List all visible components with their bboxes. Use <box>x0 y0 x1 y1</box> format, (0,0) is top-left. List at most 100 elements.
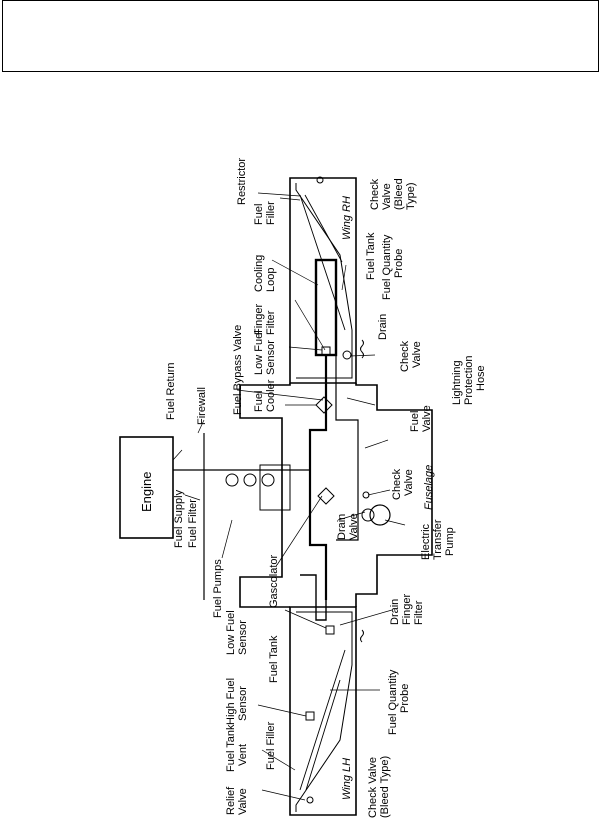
drain-valve-symbol <box>317 487 335 505</box>
engine-box <box>119 436 174 539</box>
pump-2 <box>243 473 257 487</box>
svg-text:Sensor: Sensor <box>237 620 249 655</box>
svg-text:Hose: Hose <box>475 365 487 391</box>
svg-text:Sensor: Sensor <box>237 686 249 721</box>
label-check-valve-rh: Check Valve <box>399 340 423 372</box>
label-fuel-quantity-probe-lh: Fuel Quantity Probe <box>387 669 411 735</box>
pump-1 <box>225 473 239 487</box>
svg-text:Fuel Quantity: Fuel Quantity <box>381 234 393 300</box>
label-restrictor: Restrictor <box>236 158 248 205</box>
label-fuel-tank-lh: Fuel Tank <box>268 635 280 683</box>
low-fuel-sensor-lh-symbol <box>325 625 335 635</box>
svg-text:Valve: Valve <box>411 341 423 368</box>
svg-text:Finger: Finger <box>401 593 413 625</box>
label-gascolator: Gascolator <box>268 554 280 608</box>
label-fuel-valve: Fuel Valve <box>409 405 433 432</box>
tank-lh-contour <box>295 611 353 812</box>
svg-text:Filter: Filter <box>413 600 425 625</box>
svg-text:Low Fuel: Low Fuel <box>253 330 265 375</box>
label-check-valve-bleed-lh: Check Valve (Bleed Type) <box>367 756 391 818</box>
svg-text:Probe: Probe <box>399 684 411 713</box>
svg-text:Fuel: Fuel <box>409 411 421 432</box>
svg-text:Lightning: Lightning <box>451 360 463 405</box>
svg-text:(Bleed Type): (Bleed Type) <box>379 756 391 818</box>
header-frame <box>2 0 599 72</box>
label-low-fuel-sensor-rh: Low Fuel Sensor <box>253 330 277 375</box>
probe-rh-2 <box>304 194 343 263</box>
label-low-fuel-sensor-lh: Low Fuel Sensor <box>225 610 249 655</box>
drain-rh-symbol <box>360 339 364 359</box>
label-fuel-tank-rh: Fuel Tank <box>365 232 377 280</box>
pump-3 <box>261 473 275 487</box>
transfer-pump <box>361 508 375 522</box>
svg-text:Fuel Tank: Fuel Tank <box>225 724 237 772</box>
svg-text:Electric: Electric <box>420 523 432 560</box>
label-fuel-filler-lh: Fuel Filler <box>265 721 277 770</box>
svg-text:Pump: Pump <box>444 527 456 556</box>
svg-text:Valve: Valve <box>348 513 360 540</box>
svg-text:Cooler: Cooler <box>265 379 277 412</box>
label-fuel-quantity-probe-rh: Fuel Quantity Probe <box>381 234 405 300</box>
label-firewall: Firewall <box>196 387 208 425</box>
fuel-pump-block <box>259 464 291 511</box>
svg-text:Filler: Filler <box>265 201 277 225</box>
label-electric-transfer-pump: Electric Transfer Pump <box>420 519 456 560</box>
label-wing-rh: Wing RH <box>341 196 353 240</box>
label-fuselage: Fuselage <box>423 465 435 510</box>
svg-text:(Bleed: (Bleed <box>393 178 405 210</box>
high-fuel-sensor-symbol <box>305 711 315 721</box>
drain-lh-symbol <box>360 629 364 643</box>
svg-text:Relief: Relief <box>225 786 237 815</box>
check-valve-bleed-symbol <box>316 176 324 184</box>
svg-text:Low Fuel: Low Fuel <box>225 610 237 655</box>
svg-text:Valve: Valve <box>237 788 249 815</box>
label-relief-valve: Relief Valve <box>225 786 249 815</box>
svg-text:Cooling: Cooling <box>253 255 265 292</box>
lh-feed-line <box>300 574 327 621</box>
svg-text:Valve: Valve <box>381 183 393 210</box>
low-fuel-sensor-rh-symbol <box>321 346 331 356</box>
svg-text:Protection: Protection <box>463 355 475 405</box>
label-fuel-filter: Fuel Filter <box>187 499 199 548</box>
svg-text:Valve: Valve <box>403 469 415 496</box>
svg-text:Probe: Probe <box>393 249 405 278</box>
label-finger-filter-rh: Finger Filter <box>253 303 277 335</box>
label-cooling-loop: Cooling Loop <box>253 255 277 292</box>
svg-text:Filter: Filter <box>265 310 277 335</box>
probe-lh-2 <box>305 679 341 791</box>
wing-lh-outline <box>289 606 357 816</box>
label-fuel-supply: Fuel Supply <box>173 489 185 548</box>
label-high-fuel-sensor: High Fuel Sensor <box>225 678 249 725</box>
fuselage-left-edge <box>239 383 291 608</box>
probe-rh <box>299 194 346 331</box>
label-fuel-bypass-valve: Fuel Bypass Valve <box>232 325 244 415</box>
svg-text:Drain: Drain <box>389 599 401 625</box>
svg-text:Vent: Vent <box>237 744 249 766</box>
check-valve-rh-symbol <box>342 350 352 360</box>
svg-text:Fuel: Fuel <box>253 204 265 225</box>
return-line <box>335 355 359 541</box>
label-fuel-filler-rh: Fuel Filler <box>253 201 277 225</box>
probe-lh <box>299 649 346 791</box>
svg-text:Drain: Drain <box>336 514 348 540</box>
label-wing-lh: Wing LH <box>341 758 353 800</box>
leader-lines <box>172 192 406 801</box>
svg-text:Fuel: Fuel <box>253 391 265 412</box>
labels: Restrictor Check Valve (Bleed Type) Fuel… <box>139 158 487 818</box>
label-lightning-protection-hose: Lightning Protection Hose <box>451 355 487 405</box>
svg-text:Sensor: Sensor <box>265 340 277 375</box>
main-supply-line <box>308 355 328 600</box>
label-fuel-cooler: Fuel Cooler <box>253 379 277 412</box>
svg-text:Type): Type) <box>405 182 417 210</box>
svg-text:Finger: Finger <box>253 303 265 335</box>
svg-text:Fuel Quantity: Fuel Quantity <box>387 669 399 735</box>
schematic-lines <box>119 176 433 816</box>
label-drain-rh: Drain <box>377 314 389 340</box>
label-engine: Engine <box>139 472 154 512</box>
svg-text:Loop: Loop <box>265 268 277 292</box>
svg-text:Check: Check <box>391 468 403 500</box>
label-fuel-pumps: Fuel Pumps <box>212 559 224 618</box>
check-valve-lh-symbol <box>306 796 314 804</box>
label-drain-finger-filter-lh: Drain Finger Filter <box>389 593 425 625</box>
